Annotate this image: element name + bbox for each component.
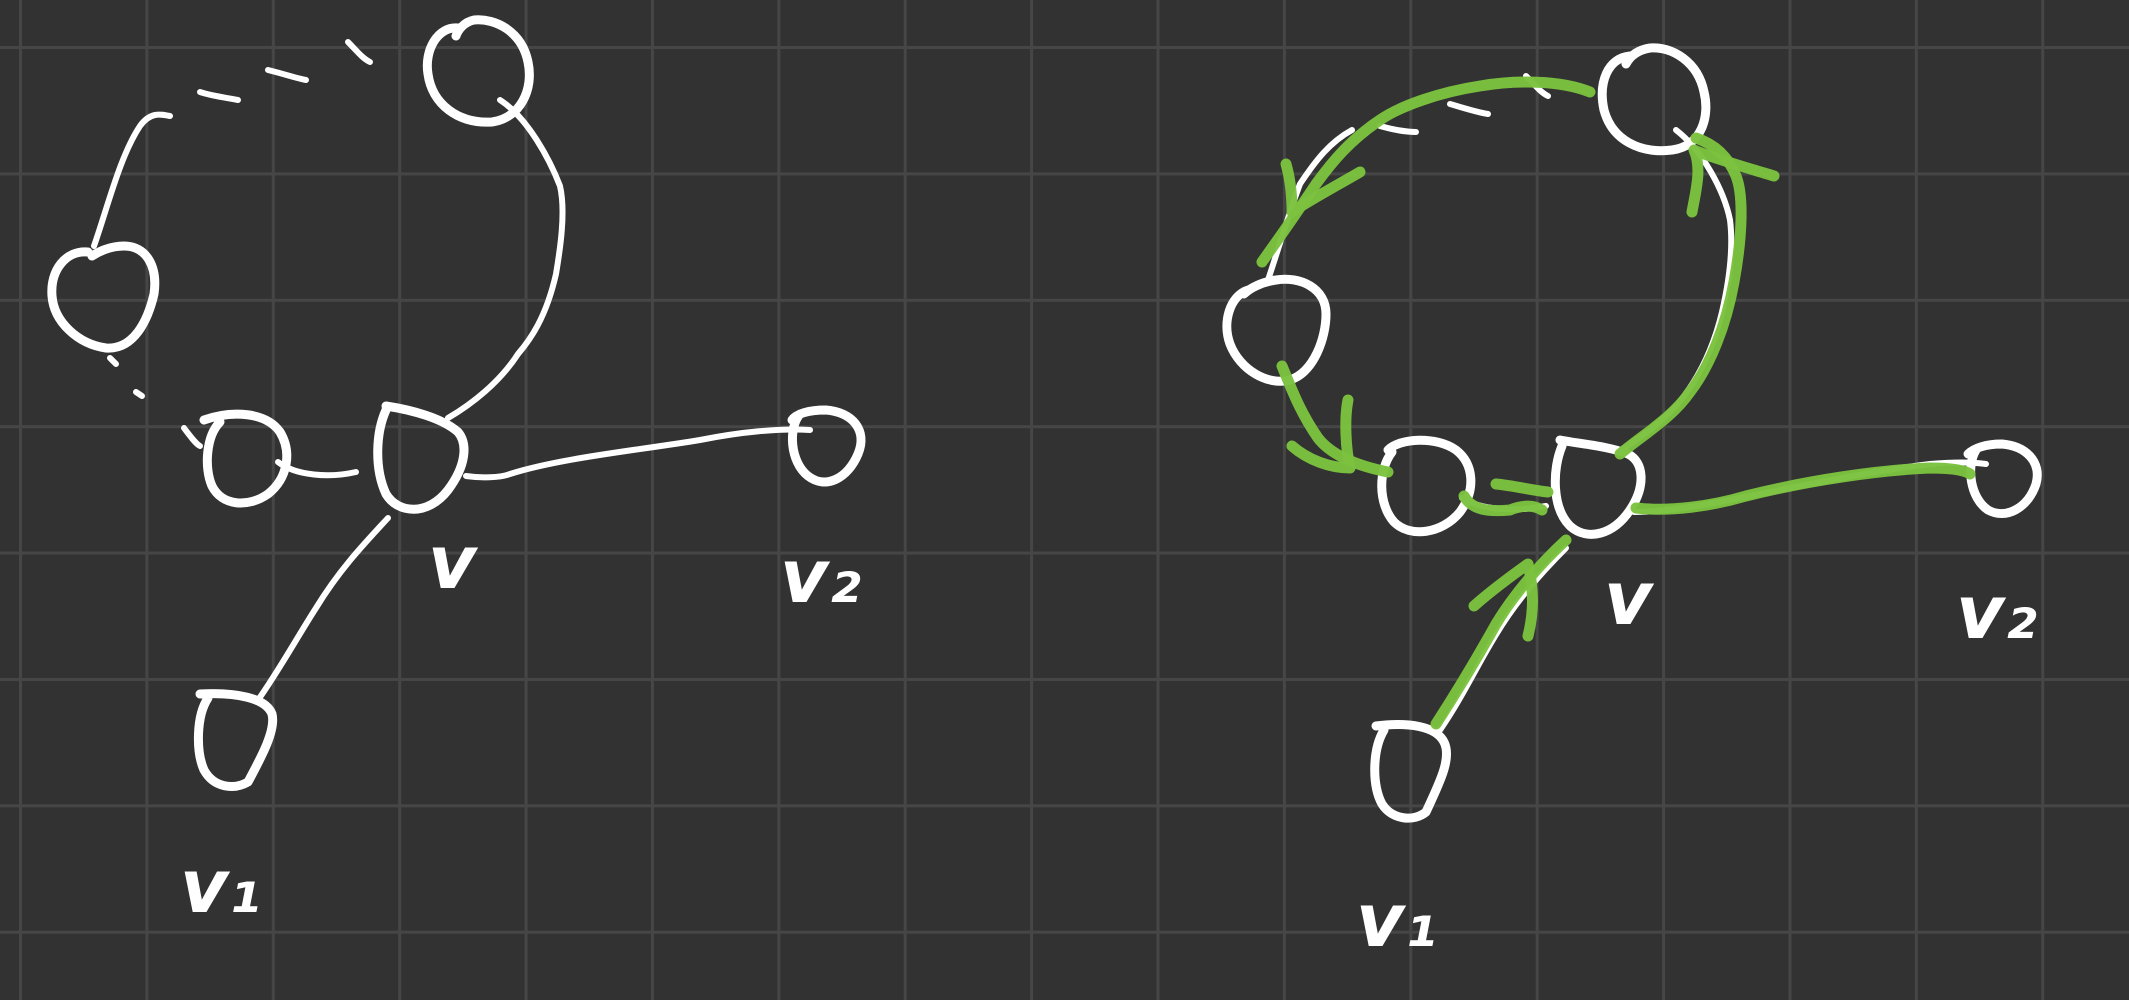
edge-v-to-v2 (463, 426, 813, 481)
node-center-v (373, 401, 469, 514)
label-v: v (428, 520, 479, 606)
label-v: v (1604, 556, 1655, 642)
label-v2: v₂ (1956, 570, 2037, 656)
node-top (1597, 43, 1711, 156)
plain-graph: v v₁ v₂ (47, 15, 866, 930)
loop-dash-1 (197, 89, 241, 103)
arrowhead-top (1686, 144, 1780, 218)
loop-dash-4 (181, 425, 203, 449)
label-v1: v₁ (1356, 878, 1437, 964)
node-left (1222, 274, 1331, 386)
arrowhead-v (1458, 490, 1548, 517)
traversal-highlight (1256, 76, 1976, 730)
arrowhead-middle (1286, 394, 1356, 474)
label-v2: v₂ (780, 534, 861, 620)
node-v1 (193, 689, 278, 791)
highlight-middle-to-v (1490, 478, 1554, 498)
edge-v-to-v1 (255, 515, 391, 703)
node-v2 (1963, 439, 2042, 519)
node-v2 (787, 405, 866, 487)
loop-dash-2 (1447, 101, 1491, 117)
edge-top-to-v (445, 97, 566, 421)
loop-dash-1 (1377, 123, 1419, 135)
node-v1 (1370, 720, 1452, 823)
highlight-left-to-middle (1276, 360, 1394, 478)
arrowhead-left (1280, 158, 1366, 218)
node-middle (199, 409, 292, 508)
traversal-graph: v v₁ v₂ (1222, 43, 2042, 964)
loop-dash-2 (265, 67, 309, 83)
node-center-v (1550, 435, 1646, 539)
loop-dash-6 (133, 389, 145, 399)
label-v1: v₁ (180, 844, 261, 930)
highlight-v-to-v2 (1630, 462, 1976, 515)
edge-left-to-arc (1265, 127, 1355, 283)
loop-dash-3 (345, 39, 373, 65)
edge-left-to-arc (91, 111, 173, 249)
edge-v-to-v1 (1437, 545, 1569, 733)
node-left (47, 241, 160, 353)
node-middle (1377, 435, 1476, 537)
loop-dash-5 (107, 355, 119, 367)
node-top (422, 15, 534, 127)
arrowhead-v1 (1468, 558, 1538, 642)
edge-middle-to-v (275, 459, 359, 479)
highlight-v1-to-v (1430, 534, 1572, 730)
